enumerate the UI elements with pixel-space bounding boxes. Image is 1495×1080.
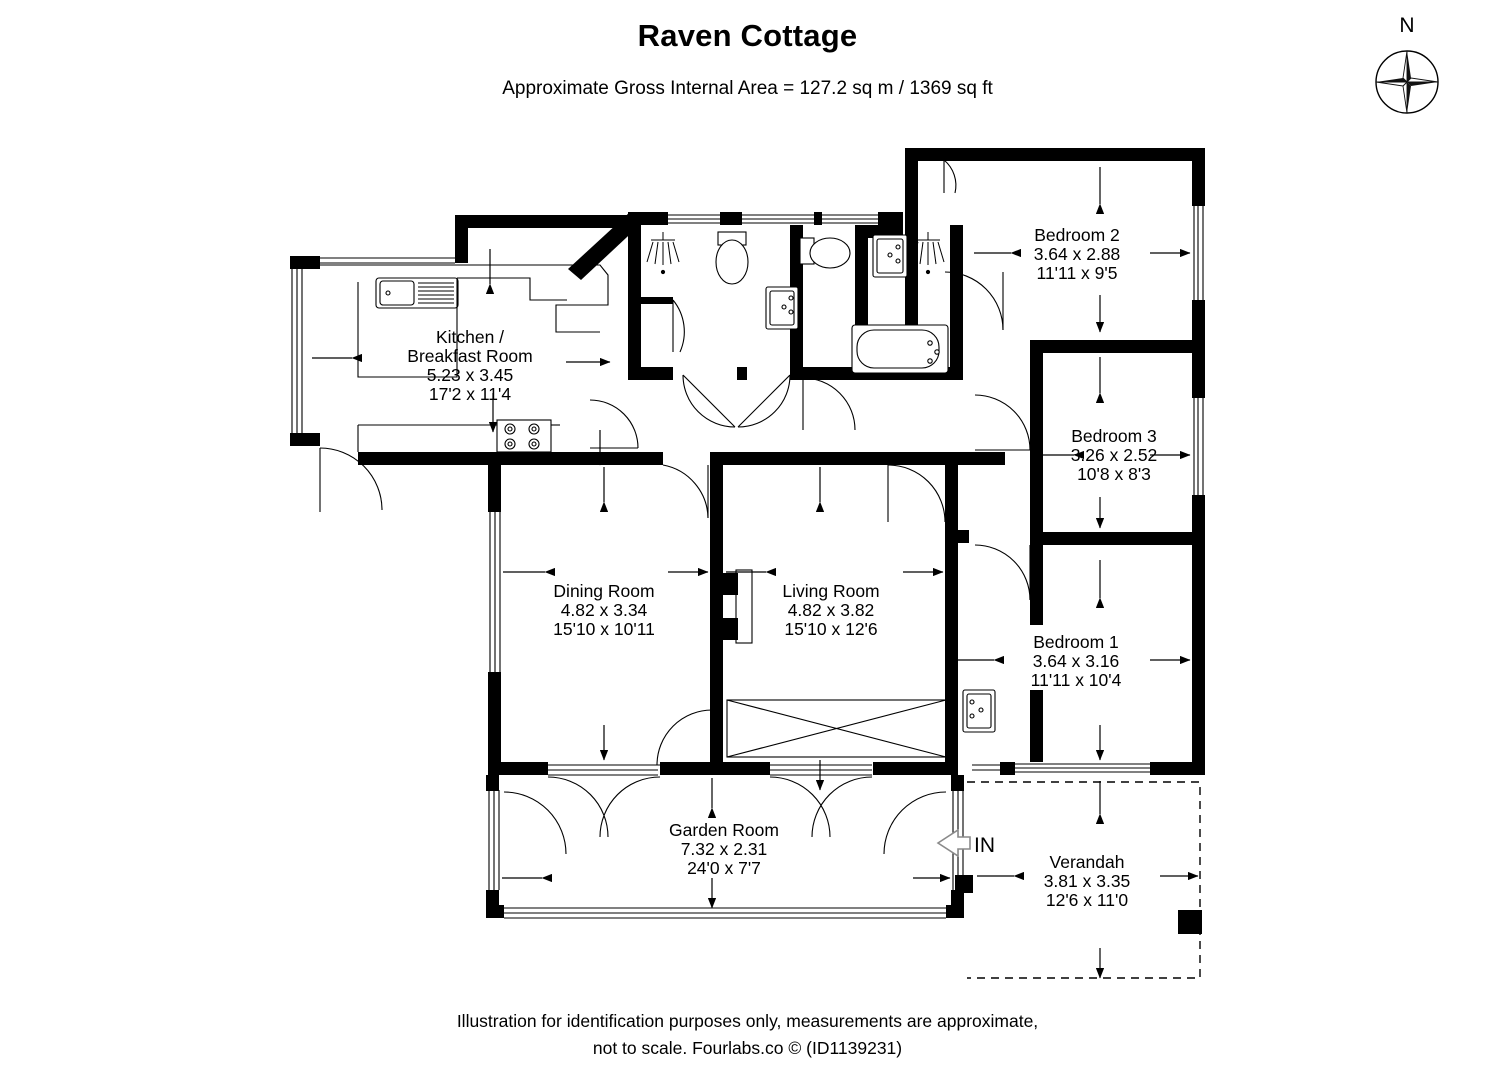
footer-disclaimer: Illustration for identification purposes… [0,1008,1495,1062]
compass-north-label: N [1399,14,1415,37]
walls-group [290,148,1205,934]
room-dining-room-metric: 4.82 x 3.34 [561,600,648,620]
room-living-room-imperial: 15'10 x 12'6 [784,619,877,639]
footer-line-2: not to scale. Fourlabs.co © (ID1139231) [592,1038,903,1058]
in-label: IN [974,834,995,857]
page-title: Raven Cottage [637,18,858,53]
room-garden-room-imperial: 24'0 x 7'7 [687,858,761,878]
compass-rose-icon: N [1352,14,1462,119]
room-bedroom-3-name1: Bedroom 3 [1071,426,1157,446]
furniture-cross-icon [726,699,947,758]
toilet-icon [799,237,851,269]
arrow-left-icon [936,828,971,858]
room-kitchen-breakfast-room-name1: Kitchen / [436,327,504,347]
page-subtitle: Approximate Gross Internal Area = 127.2 … [502,78,993,99]
room-bedroom-3-metric: 3.26 x 2.52 [1071,445,1158,465]
hob-icon [496,419,552,453]
room-garden-room-metric: 7.32 x 2.31 [681,839,768,859]
room-bedroom-2-name1: Bedroom 2 [1034,225,1120,245]
doors-group [319,159,1031,855]
entrance-marker: IN [936,828,995,858]
windows-group [291,206,1204,919]
room-living-room-name1: Living Room [782,581,879,601]
room-kitchen-breakfast-room-imperial: 17'2 x 11'4 [429,384,512,404]
room-bedroom-3-imperial: 10'8 x 8'3 [1077,464,1151,484]
washbasin-icon [962,689,996,733]
room-verandah-metric: 3.81 x 3.35 [1044,871,1131,891]
room-bedroom-2-metric: 3.64 x 2.88 [1034,244,1121,264]
room-bedroom-1-metric: 3.64 x 3.16 [1033,651,1120,671]
room-bedroom-2-imperial: 11'11 x 9'5 [1037,263,1118,283]
verandah-outline [967,781,1201,979]
dimension-arrows [312,167,1199,979]
room-bedroom-1-imperial: 11'11 x 10'4 [1031,670,1122,690]
fixtures-group [305,231,996,758]
shower-icon [911,232,945,275]
bathtub-icon [851,324,949,374]
room-dining-room-imperial: 15'10 x 10'11 [553,619,655,639]
room-dining-room-name1: Dining Room [553,581,654,601]
washbasin-icon [872,234,908,278]
toilet-icon [715,231,749,285]
room-garden-room-name1: Garden Room [669,820,779,840]
room-verandah-imperial: 12'6 x 11'0 [1046,890,1129,910]
fireplace-icon [710,573,738,640]
room-kitchen-breakfast-room-name2: Breakfast Room [407,346,532,366]
shower-icon [646,232,680,275]
room-labels: Kitchen / Breakfast Room 5.23 x 3.45 17'… [407,225,1157,910]
room-kitchen-breakfast-room-metric: 5.23 x 3.45 [427,365,514,385]
room-bedroom-1-name1: Bedroom 1 [1033,632,1119,652]
footer-line-1: Illustration for identification purposes… [456,1011,1039,1031]
washbasin-icon [765,286,799,330]
room-verandah-name1: Verandah [1050,852,1125,872]
room-living-room-metric: 4.82 x 3.82 [788,600,875,620]
